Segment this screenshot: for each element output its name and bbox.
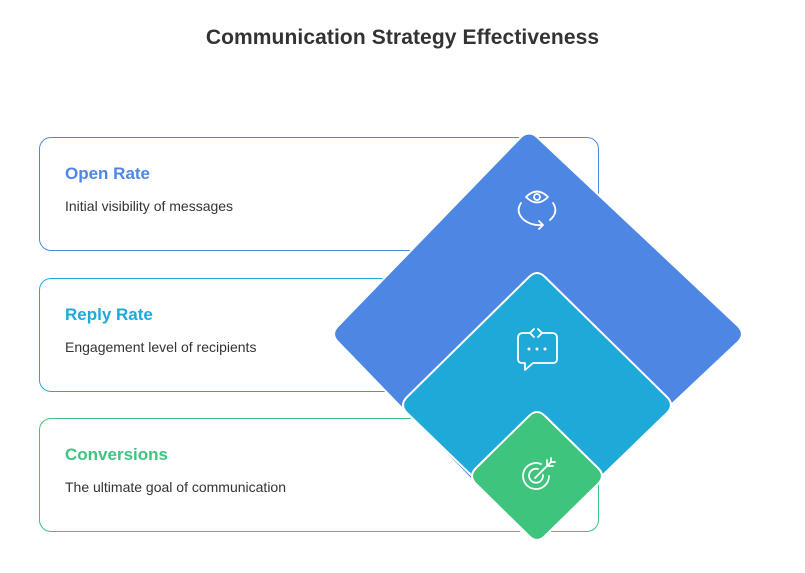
eye-refresh-icon: [517, 190, 557, 230]
target-arrow-icon: [522, 457, 556, 490]
card-desc-reply-rate: Engagement level of recipients: [65, 339, 257, 355]
card-label-open-rate: Open Rate: [65, 164, 151, 183]
card-desc-open-rate: Initial visibility of messages: [65, 198, 234, 214]
chat-reply-icon: [517, 328, 558, 371]
card-desc-conversions: The ultimate goal of communication: [65, 479, 286, 495]
card-label-conversions: Conversions: [65, 445, 168, 464]
card-label-reply-rate: Reply Rate: [65, 305, 153, 324]
diagram-title: Communication Strategy Effectiveness: [205, 26, 600, 49]
